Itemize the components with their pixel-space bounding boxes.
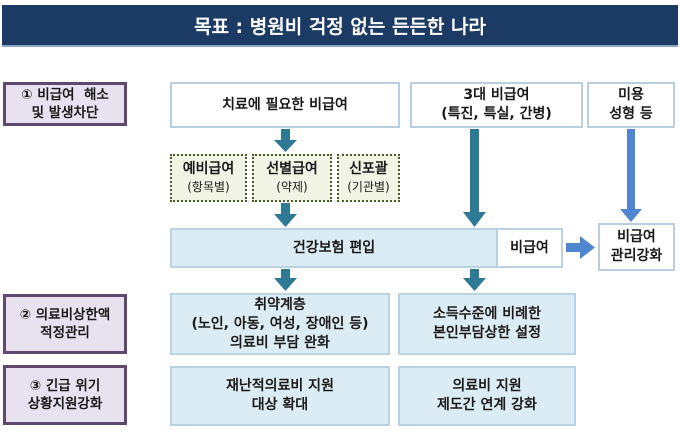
catastrophic-line1: 재난적의료비 지원 (226, 378, 334, 394)
method-1-sub: (항목별) (187, 180, 230, 194)
cosmetic-box: 미용 성형 등 (587, 82, 675, 128)
remaining-noncovered-box: 비급여 (496, 228, 563, 268)
method-1-name: 예비급여 (182, 161, 235, 177)
arrow-noncovered-to-management-icon (566, 236, 595, 259)
arrow-insurance-to-row2-right-icon (463, 269, 486, 291)
remaining-noncovered-label: 비급여 (510, 239, 549, 256)
row-label-3-line1: ③ 긴급 위기 (29, 378, 101, 394)
major3-line1: 3대 비급여 (463, 87, 530, 103)
page-title: 목표 : 병원비 걱정 없는 든든한 나라 (2, 5, 678, 47)
vulnerable-line2: (노인, 아동, 여성, 장애인 등) (191, 315, 369, 332)
income-based-cap-box: 소득수준에 비례한 본인부담상한 설정 (398, 293, 576, 355)
vulnerable-line1: 취약계층 (254, 296, 306, 313)
method-2-sub: (약제) (276, 180, 308, 194)
method-box-2: 선별급여 (약제) (252, 154, 332, 202)
management-line1: 비급여 (617, 229, 656, 245)
income-cap-line2: 본인부담상한 설정 (433, 325, 541, 341)
cosmetic-line2: 성형 등 (609, 106, 653, 122)
arrow-major3-to-insurance-icon (463, 129, 486, 227)
row-label-2-line2: 적정관리 (40, 325, 90, 341)
method-3-sub: (기관별) (347, 180, 390, 194)
income-cap-line1: 소득수준에 비례한 (433, 306, 541, 322)
method-box-3: 신포괄 (기관별) (337, 154, 400, 202)
necessary-noncovered-box: 치료에 필요한 비급여 (170, 82, 400, 128)
insurance-incorporation-box: 건강보험 편입 (170, 228, 498, 268)
row-label-3: ③ 긴급 위기 상황지원강화 (3, 365, 127, 425)
cosmetic-line1: 미용 (618, 87, 644, 103)
method-3-name: 신포괄 (349, 161, 388, 177)
row-label-2-line1: ② 의료비상한액 (19, 307, 111, 323)
linkage-line1: 의료비 지원 (452, 378, 522, 394)
arrow-necessary-to-methods-icon (274, 129, 297, 152)
arrow-insurance-to-row2-left-icon (274, 269, 297, 291)
noncovered-management-box: 비급여 관리강화 (598, 223, 675, 271)
major3-line2: (특진, 특실, 간병) (441, 106, 552, 122)
system-linkage-box: 의료비 지원 제도간 연계 강화 (398, 366, 576, 426)
necessary-noncovered-text: 치료에 필요한 비급여 (222, 96, 348, 113)
row-label-3-line2: 상황지원강화 (27, 396, 103, 412)
vulnerable-groups-box: 취약계층 (노인, 아동, 여성, 장애인 등) 의료비 부담 완화 (170, 293, 390, 355)
linkage-line2: 제도간 연계 강화 (437, 397, 537, 413)
arrow-methods-to-insurance-icon (274, 203, 297, 227)
arrow-cosmetic-to-management-icon (620, 129, 642, 222)
row-label-1: ① 비급여 해소 및 발생차단 (3, 82, 127, 126)
management-line2: 관리강화 (610, 248, 663, 264)
vulnerable-line3: 의료비 부담 완화 (230, 334, 330, 351)
row-label-1-line1: ① 비급여 해소 (21, 87, 109, 103)
method-2-name: 선별급여 (266, 161, 318, 177)
catastrophic-line2: 대상 확대 (251, 397, 309, 413)
major3-noncovered-box: 3대 비급여 (특진, 특실, 간병) (410, 82, 583, 128)
row-label-2: ② 의료비상한액 적정관리 (3, 294, 127, 354)
insurance-label: 건강보험 편입 (292, 239, 376, 256)
method-box-1: 예비급여 (항목별) (170, 154, 247, 202)
catastrophic-support-box: 재난적의료비 지원 대상 확대 (170, 366, 390, 426)
row-label-1-line2: 및 발생차단 (31, 105, 99, 121)
